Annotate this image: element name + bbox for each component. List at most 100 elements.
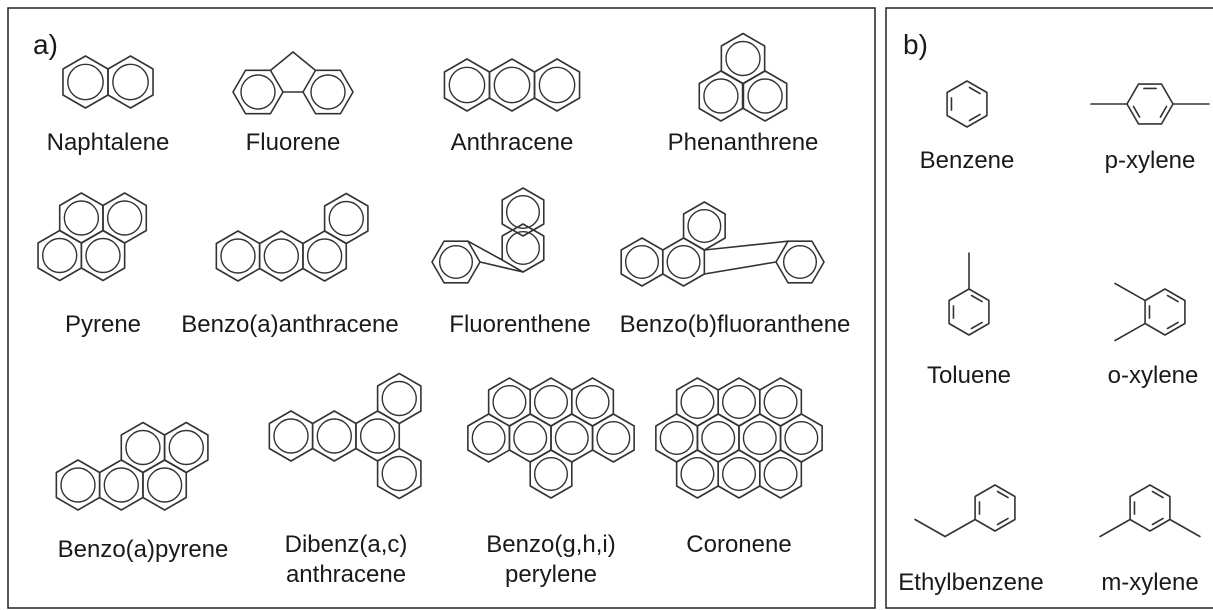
aromatic-circle bbox=[103, 467, 140, 503]
double-bond bbox=[968, 113, 981, 122]
methylene-bond bbox=[269, 51, 294, 72]
double-bond bbox=[1166, 321, 1179, 330]
label-fluorenthene: Fluorenthene bbox=[449, 311, 590, 338]
double-bond bbox=[1166, 294, 1179, 303]
naphtalene-structure bbox=[62, 55, 154, 109]
double-bond bbox=[970, 294, 983, 303]
panel-b-label: b) bbox=[903, 29, 928, 60]
ring-outline bbox=[1126, 83, 1174, 125]
label-m-xylene: m-xylene bbox=[1101, 569, 1198, 596]
aromatic-circle bbox=[471, 420, 506, 456]
ring-outline bbox=[376, 447, 422, 500]
bridge-bond bbox=[703, 240, 789, 251]
aromatic-circle bbox=[763, 456, 798, 492]
aromatic-circle bbox=[554, 420, 589, 456]
aromatic-circle bbox=[220, 238, 256, 274]
label-naphtalene: Naphtalene bbox=[47, 129, 170, 156]
anthracene-structure bbox=[443, 58, 581, 112]
aromatic-circle bbox=[666, 244, 701, 280]
aromatic-circle bbox=[725, 40, 761, 77]
methyl-bond bbox=[1099, 518, 1131, 538]
aromatic-circle bbox=[742, 420, 777, 456]
benzene-structure bbox=[946, 80, 988, 128]
ethylbenzene-structure bbox=[914, 484, 1016, 538]
toluene-structure bbox=[948, 252, 990, 336]
label-dibenz-a-c-line2: anthracene bbox=[286, 561, 406, 588]
ring-outline bbox=[529, 449, 573, 499]
benzo-b-fluoranthene-structure bbox=[620, 201, 825, 287]
ring-outline bbox=[758, 449, 803, 499]
aromatic-circle bbox=[146, 467, 183, 503]
fluorene-structure bbox=[232, 51, 354, 115]
ethyl-bond bbox=[944, 518, 976, 538]
ring-outline bbox=[570, 377, 615, 427]
aromatic-circle bbox=[492, 384, 527, 420]
ring-outline bbox=[974, 484, 1016, 532]
phenanthrene-structure bbox=[698, 32, 788, 122]
aromatic-circle bbox=[782, 244, 818, 280]
aromatic-circle bbox=[60, 467, 96, 503]
ring-outline bbox=[80, 229, 126, 282]
panel-a-label: a) bbox=[33, 29, 58, 60]
aromatic-circle bbox=[273, 418, 309, 454]
aromatic-circle bbox=[63, 200, 100, 236]
ring-outline bbox=[1144, 288, 1186, 336]
aromatic-circle bbox=[310, 74, 346, 110]
ring-outline bbox=[948, 288, 990, 336]
ring-outline bbox=[1129, 484, 1171, 532]
label-phenanthrene: Phenanthrene bbox=[668, 129, 819, 156]
aromatic-circle bbox=[125, 429, 161, 466]
aromatic-circle bbox=[687, 208, 722, 244]
double-bond bbox=[996, 490, 1009, 499]
aromatic-circle bbox=[701, 420, 736, 456]
aromatic-circle bbox=[624, 244, 660, 280]
bridge-bond bbox=[467, 240, 504, 261]
aromatic-circle bbox=[359, 418, 396, 454]
bridge-bond bbox=[479, 261, 524, 273]
ring-outline bbox=[107, 55, 154, 109]
aromatic-circle bbox=[85, 237, 121, 274]
o-xylene-structure bbox=[1114, 282, 1186, 342]
aromatic-circle bbox=[67, 63, 104, 101]
benzo-a-pyrene-structure bbox=[55, 421, 209, 511]
ring-outline bbox=[163, 421, 209, 474]
aromatic-circle bbox=[533, 384, 569, 420]
label-fluorene: Fluorene bbox=[246, 129, 341, 156]
aromatic-circle bbox=[438, 244, 474, 280]
aromatic-circle bbox=[168, 429, 204, 466]
label-p-xylene: p-xylene bbox=[1105, 147, 1196, 174]
aromatic-circle bbox=[680, 384, 715, 420]
aromatic-circle bbox=[106, 200, 143, 236]
aromatic-circle bbox=[513, 420, 548, 456]
label-benzo-g-h-i-line2: perylene bbox=[505, 561, 597, 588]
panel-b-frame bbox=[885, 7, 1213, 609]
bridge-bond bbox=[703, 261, 777, 275]
label-anthracene: Anthracene bbox=[451, 129, 574, 156]
aromatic-circle bbox=[112, 63, 149, 101]
m-xylene-structure bbox=[1099, 484, 1201, 538]
aromatic-circle bbox=[448, 66, 486, 104]
panel-a-frame bbox=[7, 7, 876, 609]
ring-outline bbox=[323, 192, 369, 245]
methylene-bond bbox=[292, 51, 317, 72]
aromatic-circle bbox=[505, 194, 541, 230]
aromatic-circle bbox=[240, 74, 276, 110]
aromatic-circle bbox=[41, 237, 78, 274]
double-bond bbox=[1159, 105, 1168, 118]
pyrene-structure bbox=[37, 192, 148, 282]
coronene-structure bbox=[655, 377, 823, 499]
ring-outline bbox=[533, 58, 581, 112]
label-benzo-b-fluoranthene: Benzo(b)fluoranthene bbox=[620, 311, 851, 338]
label-o-xylene: o-xylene bbox=[1108, 362, 1199, 389]
aromatic-circle bbox=[316, 418, 353, 454]
aromatic-circle bbox=[493, 66, 531, 104]
aromatic-circle bbox=[306, 238, 343, 274]
label-benzo-a-pyrene: Benzo(a)pyrene bbox=[58, 536, 229, 563]
aromatic-circle bbox=[763, 384, 798, 420]
ring-outline bbox=[946, 80, 988, 128]
aromatic-circle bbox=[263, 238, 300, 274]
aromatic-circle bbox=[381, 380, 417, 417]
label-pyrene: Pyrene bbox=[65, 311, 141, 338]
double-bond bbox=[1151, 490, 1164, 499]
